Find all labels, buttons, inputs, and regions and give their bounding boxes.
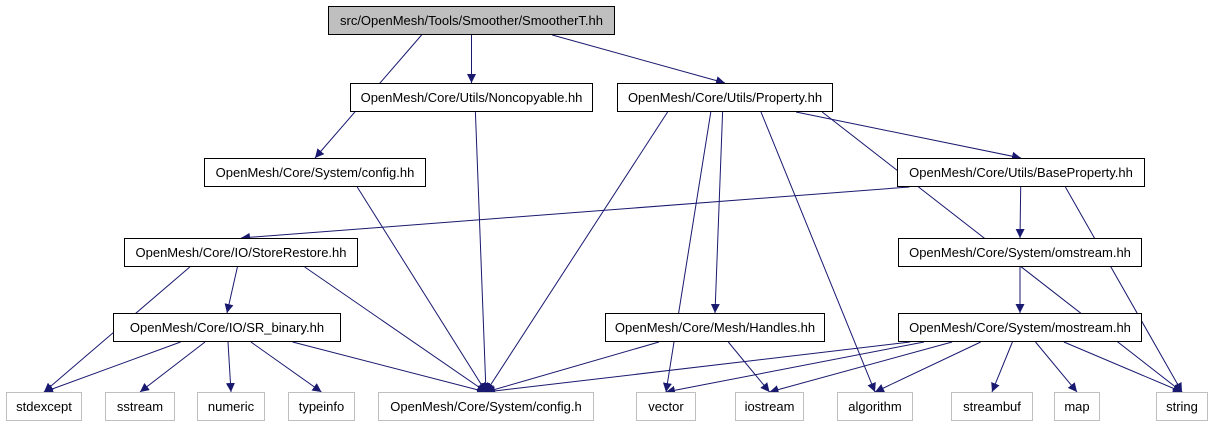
- node-typeinfo[interactable]: typeinfo: [288, 392, 355, 421]
- node-sr-binary-hh[interactable]: OpenMesh/Core/IO/SR_binary.hh: [113, 313, 341, 342]
- edge-mostream-to-string: [1063, 341, 1183, 393]
- edge-baseproperty-to-omstream: [1015, 186, 1025, 239]
- edge-mostream-to-map: [1035, 341, 1078, 393]
- node-config-hh[interactable]: OpenMesh/Core/System/config.hh: [204, 158, 426, 187]
- edge-property-to-baseproperty: [795, 111, 1022, 161]
- node-iostream[interactable]: iostream: [735, 392, 804, 421]
- edge-mostream-to-algorithm: [874, 341, 981, 393]
- node-sstream[interactable]: sstream: [105, 392, 175, 421]
- edge-config_hh-to-config_h: [356, 186, 487, 393]
- node-handles-hh[interactable]: OpenMesh/Core/Mesh/Handles.hh: [605, 313, 825, 342]
- node-algorithm[interactable]: algorithm: [837, 392, 913, 421]
- edge-property-to-algorithm: [760, 111, 876, 393]
- edge-sr_binary-to-numeric: [225, 341, 235, 393]
- edge-sr_binary-to-config_h: [292, 341, 487, 395]
- edge-layer: [43, 34, 1183, 396]
- edge-handles-to-config_h: [485, 341, 660, 394]
- edge-property-to-config_h: [485, 111, 669, 393]
- edge-mostream-to-iostream: [769, 341, 953, 394]
- node-smoothert-hh[interactable]: src/OpenMesh/Tools/Smoother/SmootherT.hh: [328, 6, 615, 35]
- node-mostream-hh[interactable]: OpenMesh/Core/System/mostream.hh: [898, 313, 1142, 342]
- edge-sr_binary-to-typeinfo: [250, 341, 322, 393]
- node-map[interactable]: map: [1054, 392, 1100, 421]
- edge-noncopyable-to-config_h: [474, 111, 491, 393]
- node-stdexcept[interactable]: stdexcept: [6, 392, 82, 421]
- edge-baseproperty-to-string: [1064, 186, 1183, 393]
- edge-handles-to-iostream: [727, 341, 770, 393]
- edge-baseproperty-to-storerestore: [240, 186, 910, 242]
- edge-root-to-property: [552, 34, 726, 85]
- edge-property-to-handles: [710, 111, 724, 314]
- node-noncopyable-hh[interactable]: OpenMesh/Core/Utils/Noncopyable.hh: [350, 83, 593, 112]
- edge-storerestore-to-sr_binary: [224, 266, 238, 314]
- edge-storerestore-to-config_h: [304, 266, 487, 393]
- edge-property-to-vector: [662, 111, 712, 393]
- node-numeric[interactable]: numeric: [197, 392, 265, 421]
- edge-sr_binary-to-stdexcept: [43, 341, 181, 394]
- node-string[interactable]: string: [1156, 392, 1208, 421]
- node-streambuf[interactable]: streambuf: [951, 392, 1033, 421]
- node-config-h[interactable]: OpenMesh/Core/System/config.h: [378, 392, 594, 421]
- node-omstream-hh[interactable]: OpenMesh/Core/System/omstream.hh: [898, 238, 1142, 267]
- edge-sr_binary-to-sstream: [139, 341, 206, 393]
- edge-mostream-to-config_h: [485, 341, 911, 396]
- node-vector[interactable]: vector: [636, 392, 696, 421]
- node-property-hh[interactable]: OpenMesh/Core/Utils/Property.hh: [617, 83, 833, 112]
- edge-mostream-to-streambuf: [991, 341, 1013, 393]
- node-baseproperty-hh[interactable]: OpenMesh/Core/Utils/BaseProperty.hh: [897, 158, 1145, 187]
- edge-mostream-to-vector: [665, 341, 925, 395]
- node-storerestore-hh[interactable]: OpenMesh/Core/IO/StoreRestore.hh: [124, 238, 358, 267]
